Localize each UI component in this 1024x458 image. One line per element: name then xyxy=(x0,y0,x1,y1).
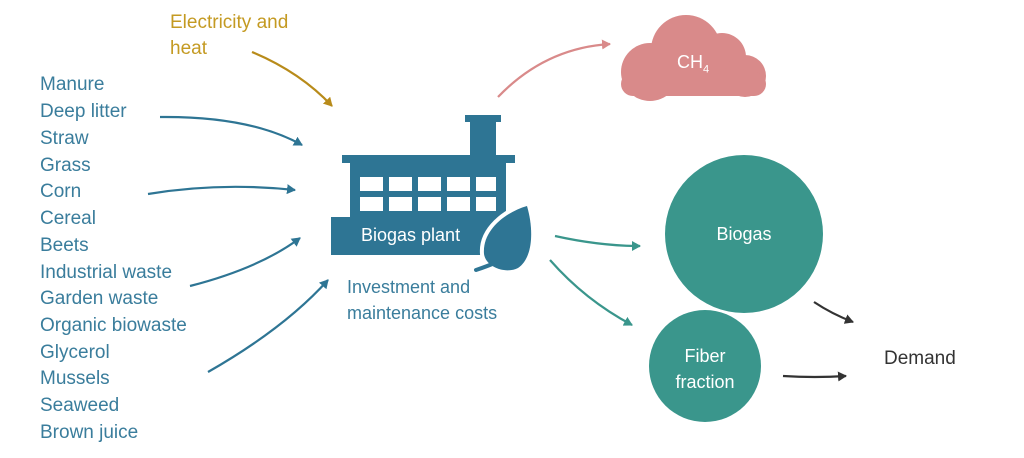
energy-label-line1: Electricity and xyxy=(170,12,289,33)
energy-label-line2: heat xyxy=(170,38,207,59)
biogas-arrow xyxy=(554,234,641,251)
feedstock-item: Manure xyxy=(40,74,105,95)
feedstock-item: Corn xyxy=(40,181,82,202)
leaf-icon xyxy=(474,202,536,275)
emission-label-subscript: 4 xyxy=(703,63,710,76)
fiber-demand-arrow xyxy=(782,371,847,382)
biogas-demand-arrow xyxy=(813,301,854,324)
feedstock-item: Deep litter xyxy=(40,101,127,122)
feed-arrow-3 xyxy=(189,237,301,288)
cloud-icon xyxy=(621,15,766,101)
plant-label: Biogas plant xyxy=(361,225,461,245)
emission-label-base: CH xyxy=(677,52,703,72)
fiber-label-line1: Fiber xyxy=(684,346,726,366)
costs-label-line1: Investment and xyxy=(347,277,471,297)
feedstock-item: Brown juice xyxy=(40,422,139,443)
emission-arrow xyxy=(497,39,611,98)
feed-arrow-2 xyxy=(147,184,296,196)
feedstock-item: Industrial waste xyxy=(40,262,173,283)
feedstock-item: Garden waste xyxy=(40,288,159,309)
feedstock-item: Grass xyxy=(40,155,91,176)
costs-label: Investment and maintenance costs xyxy=(347,274,497,326)
fiber-circle xyxy=(649,310,761,422)
fiber-label: Fiber fraction xyxy=(649,343,761,395)
energy-input-arrow xyxy=(251,50,333,107)
feedstock-item: Mussels xyxy=(40,368,110,389)
feedstock-item: Organic biowaste xyxy=(40,315,187,336)
fiber-arrow xyxy=(549,259,633,326)
costs-label-line2: maintenance costs xyxy=(347,303,498,323)
feedstock-item: Seaweed xyxy=(40,395,120,416)
feedstock-item: Beets xyxy=(40,235,89,256)
emission-label: CH4 xyxy=(677,52,709,76)
biogas-label: Biogas xyxy=(716,224,772,244)
fiber-label-line2: fraction xyxy=(675,372,735,392)
feed-arrow-1 xyxy=(159,115,303,146)
factory-icon xyxy=(331,115,515,255)
demand-label: Demand xyxy=(884,348,956,369)
feedstock-item: Straw xyxy=(40,128,89,149)
feedstock-item: Cereal xyxy=(40,208,96,229)
feedstock-item: Glycerol xyxy=(40,342,110,363)
feed-arrow-4 xyxy=(207,279,329,373)
biogas-circle xyxy=(665,155,823,313)
energy-input-label: Electricity and heat xyxy=(170,10,288,62)
